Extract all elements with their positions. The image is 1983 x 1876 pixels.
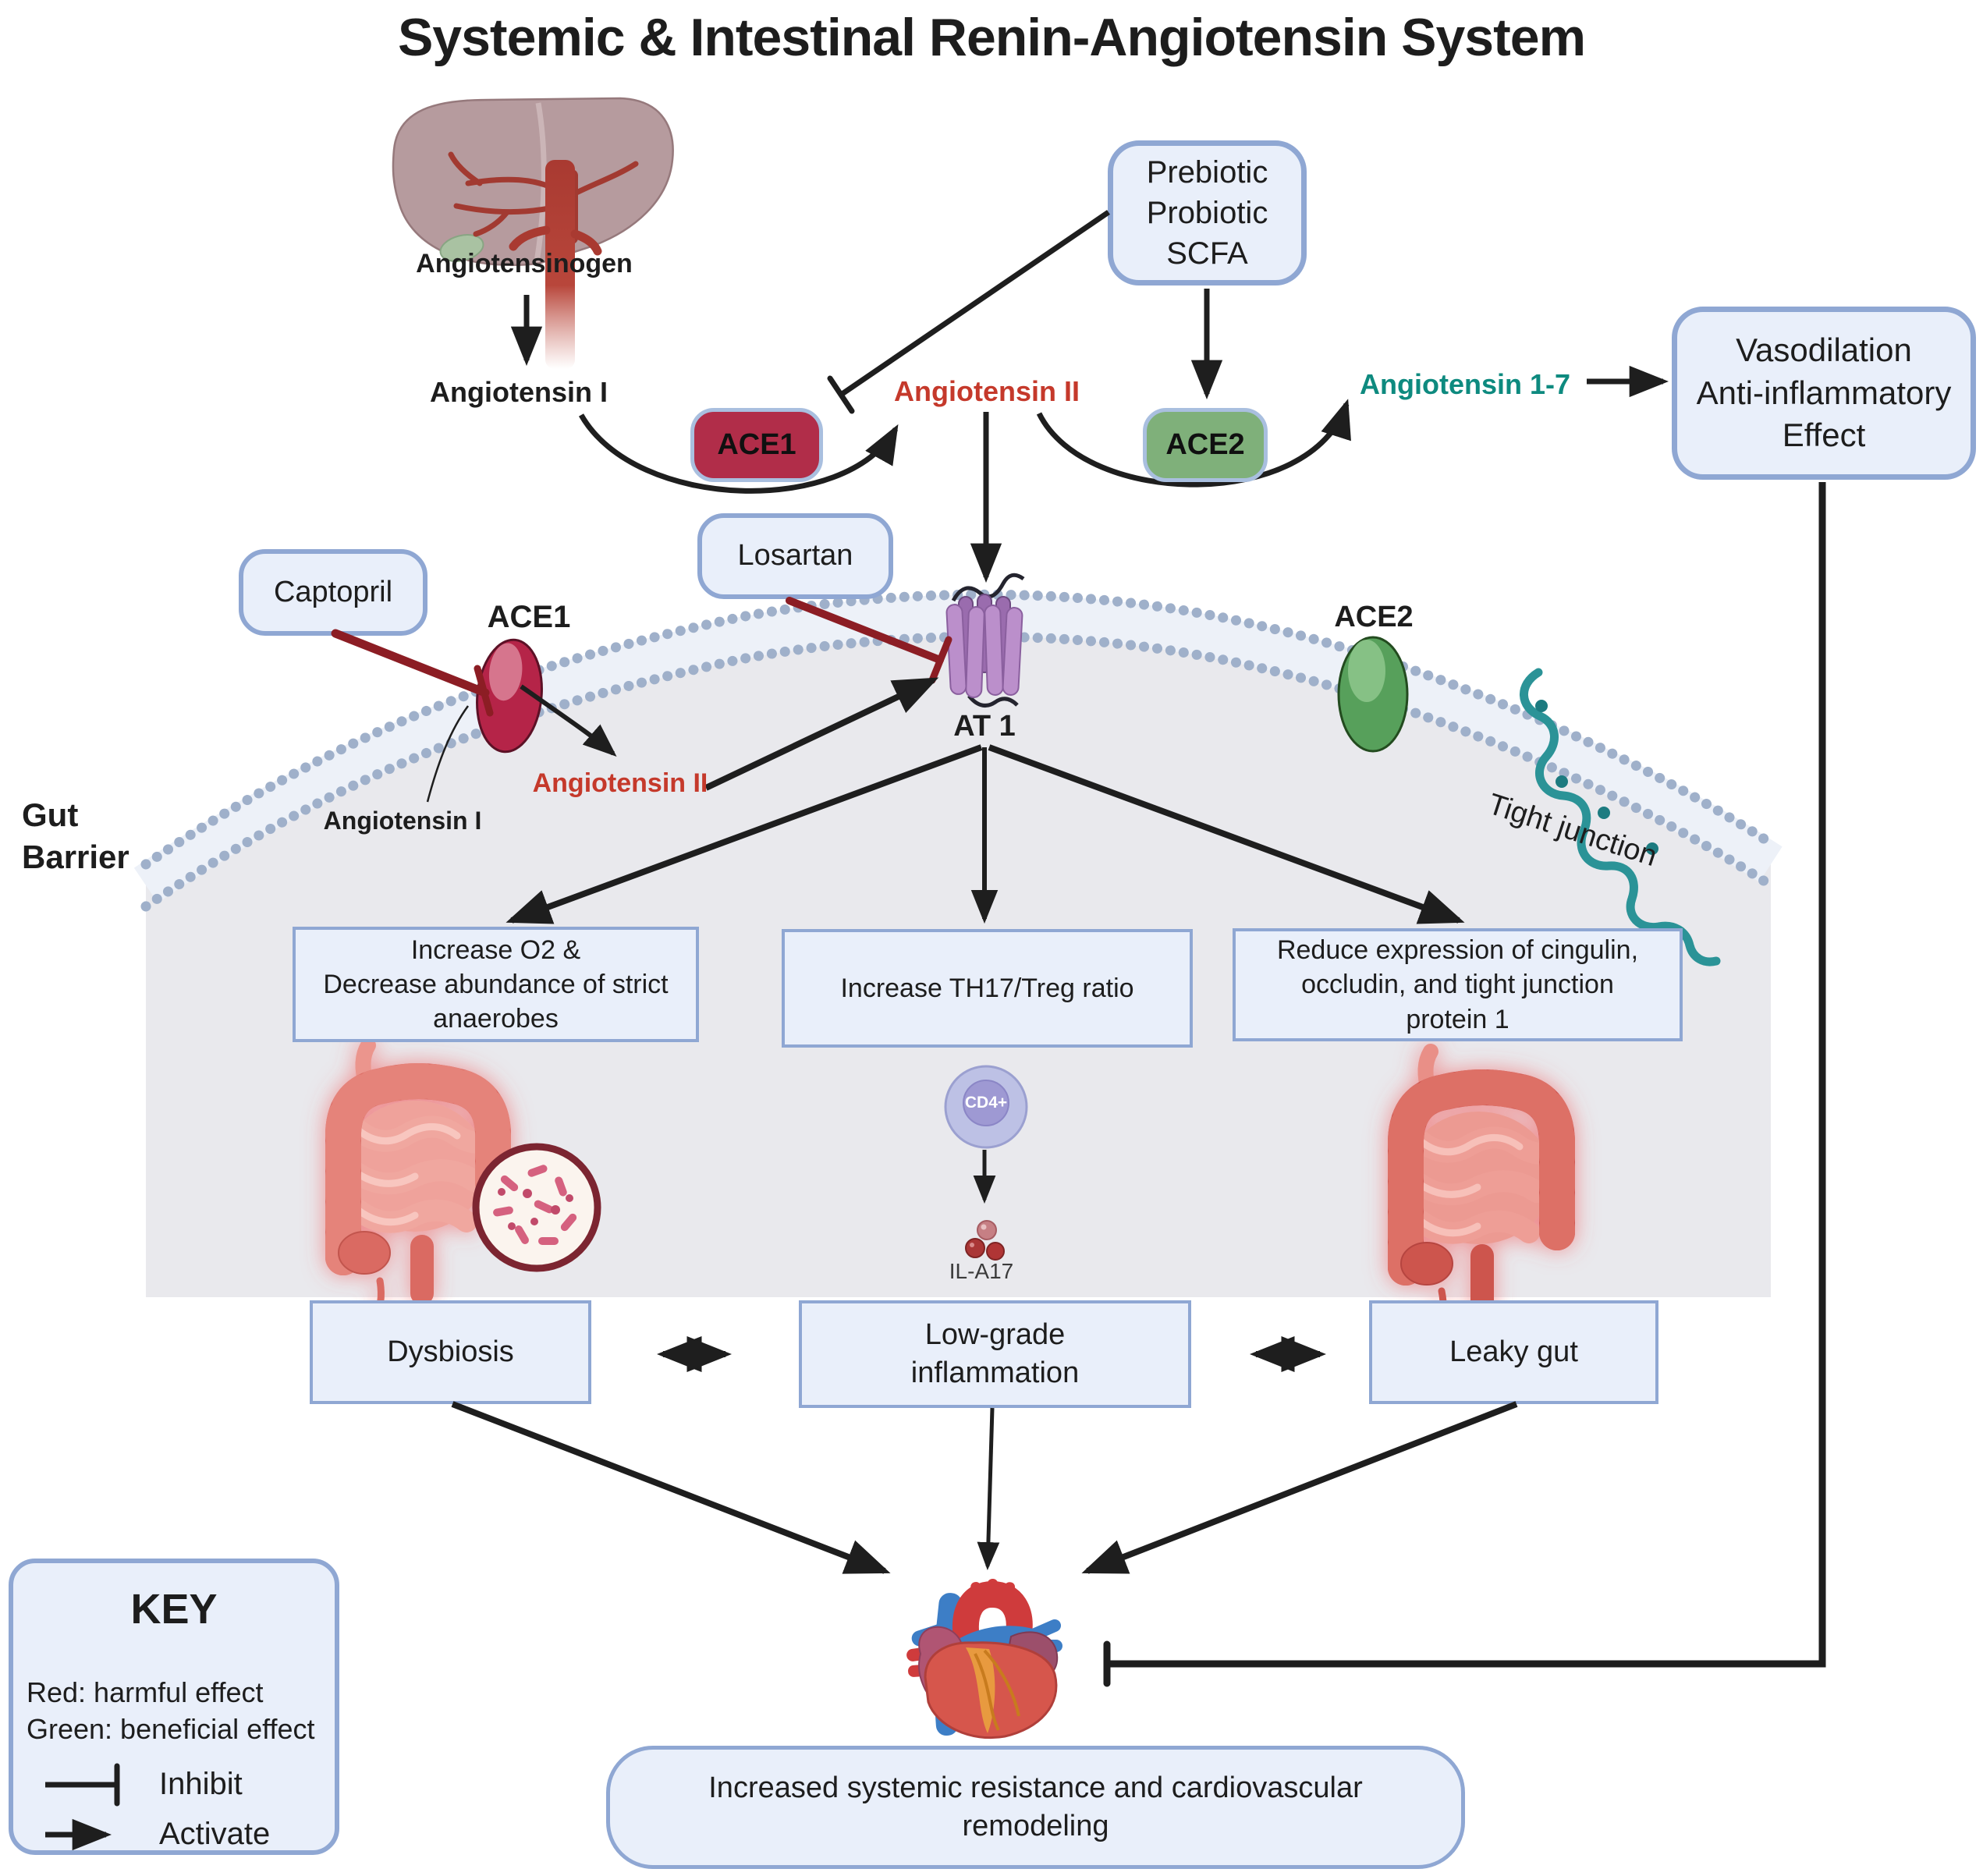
gut-barrier-line: Barrier xyxy=(22,838,129,875)
ace2-membrane-label: ACE2 xyxy=(1334,601,1414,633)
final-outcome-line: remodeling xyxy=(962,1810,1109,1842)
vasodilation-box: Vasodilation Anti-inflammatory Effect xyxy=(1672,307,1976,480)
angiotensin-i-inner-label: Angiotensin I xyxy=(323,807,482,835)
losartan-label: Losartan xyxy=(737,539,853,573)
gut-barrier-line: Gut xyxy=(22,796,79,833)
heart-illustration xyxy=(906,1579,1062,1739)
ace1-pill-label: ACE1 xyxy=(717,428,796,461)
ace1-membrane-label: ACE1 xyxy=(487,600,571,634)
key-activate-label: Activate xyxy=(159,1817,271,1851)
microbiome-magnifier xyxy=(472,1143,601,1272)
outcome-line: Low-grade xyxy=(924,1317,1066,1351)
ace2-pill-label: ACE2 xyxy=(1165,428,1245,461)
key-box xyxy=(9,1559,339,1855)
inhibit-prebiotic-to-ace1 xyxy=(839,210,1110,397)
arrow-angII-inner-to-at1 xyxy=(704,677,939,791)
anti-inflammatory-line: Anti-inflammatory xyxy=(1696,374,1952,411)
effect-line: anaerobes xyxy=(433,1004,559,1034)
angiotensinogen-label: Angiotensinogen xyxy=(416,249,633,278)
arrow-at1-to-effect3 xyxy=(988,744,1465,924)
effect-line: Reduce expression of cingulin, xyxy=(1276,935,1639,966)
ace2-membrane-enzyme xyxy=(1337,636,1409,753)
low-grade-inflammation-box: Low-grade inflammation xyxy=(799,1300,1191,1408)
inhibit-cap-captopril xyxy=(474,665,494,717)
angiotensin-i-label: Angiotensin I xyxy=(430,376,608,408)
prebiotic-box: Prebiotic Probiotic SCFA xyxy=(1108,140,1307,285)
key-red-note: Red: harmful effect xyxy=(27,1676,264,1708)
membrane-inner-beads xyxy=(140,631,1776,912)
outcome-line: inflammation xyxy=(910,1356,1080,1389)
cd4-label: CD4+ xyxy=(964,1094,1008,1112)
key-green-note: Green: beneficial effect xyxy=(27,1713,315,1745)
liver-illustration xyxy=(392,97,674,266)
angiotensin-ii-inner-label: Angiotensin II xyxy=(532,768,708,798)
captopril-box: Captopril xyxy=(239,549,427,636)
gut-barrier-label: Gut Barrier xyxy=(22,794,129,878)
arrow-dysbiosis-to-heart xyxy=(451,1401,891,1574)
at1-label: AT 1 xyxy=(953,710,1016,743)
arrow-ace1-to-angII-inner xyxy=(520,684,617,757)
page-title: Systemic & Intestinal Renin-Angiotensin … xyxy=(397,8,1586,67)
arrow-inflammation-to-heart xyxy=(977,1407,1000,1571)
vasodilation-line: Vasodilation xyxy=(1736,332,1912,369)
effect-line: Decrease abundance of strict xyxy=(323,969,669,999)
ace2-pill: ACE2 xyxy=(1143,408,1268,482)
captopril-label: Captopril xyxy=(273,575,393,608)
arrow-leakygut-to-heart xyxy=(1081,1401,1518,1574)
inhibit-captopril-to-ace1 xyxy=(331,629,490,697)
inhibit-vasodilation-to-heart xyxy=(1107,482,1826,1668)
final-outcome-line: Increased systemic resistance and cardio… xyxy=(708,1771,1363,1804)
effect-line: Increase O2 & xyxy=(410,934,581,965)
line-angI-inner-to-ace1 xyxy=(426,705,470,803)
probiotic-line: Probiotic xyxy=(1146,196,1268,230)
ace1-membrane-enzyme xyxy=(476,638,543,754)
prebiotic-line: Prebiotic xyxy=(1146,155,1268,190)
effect-box-tight-junction: Reduce expression of cingulin, occludin,… xyxy=(1233,928,1683,1041)
outcome-line: Leaky gut xyxy=(1449,1335,1578,1368)
effect-box-anaerobes: Increase O2 & Decrease abundance of stri… xyxy=(293,927,699,1042)
angiotensin-1-7-label: Angiotensin 1-7 xyxy=(1359,368,1571,400)
cytokine-dots xyxy=(965,1220,1005,1261)
intestine-leaky-gut-illustration xyxy=(1388,1044,1575,1330)
angiotensin-ii-label: Angiotensin II xyxy=(894,375,1080,407)
il-a17-label: IL-A17 xyxy=(949,1259,1014,1283)
membrane-band xyxy=(133,594,1783,903)
effect-line: Effect xyxy=(1782,417,1866,454)
outcome-line: Dysbiosis xyxy=(387,1335,514,1368)
ace1-pill: ACE1 xyxy=(690,408,823,482)
losartan-box: Losartan xyxy=(697,513,893,599)
inhibit-cap-prebiotic xyxy=(827,375,855,414)
effect-line: occludin, and tight junction xyxy=(1301,970,1614,1000)
leaky-gut-box: Leaky gut xyxy=(1369,1300,1658,1404)
key-inhibit-label: Inhibit xyxy=(159,1767,243,1801)
tight-junction-label: Tight junction xyxy=(1484,787,1661,874)
effect-line: Increase TH17/Treg ratio xyxy=(840,973,1134,1003)
intestine-dysbiosis-illustration xyxy=(325,1037,511,1322)
effect-box-th17: Increase TH17/Treg ratio xyxy=(782,929,1193,1048)
scfa-line: SCFA xyxy=(1166,236,1248,271)
at1-receptor-illustration xyxy=(945,573,1025,707)
effect-line: protein 1 xyxy=(1406,1004,1509,1034)
key-title: KEY xyxy=(130,1586,218,1633)
dysbiosis-box: Dysbiosis xyxy=(310,1300,591,1404)
inhibit-cap-losartan xyxy=(928,636,952,684)
final-outcome-box: Increased systemic resistance and cardio… xyxy=(606,1746,1465,1869)
inhibit-losartan-to-at1 xyxy=(786,597,944,664)
